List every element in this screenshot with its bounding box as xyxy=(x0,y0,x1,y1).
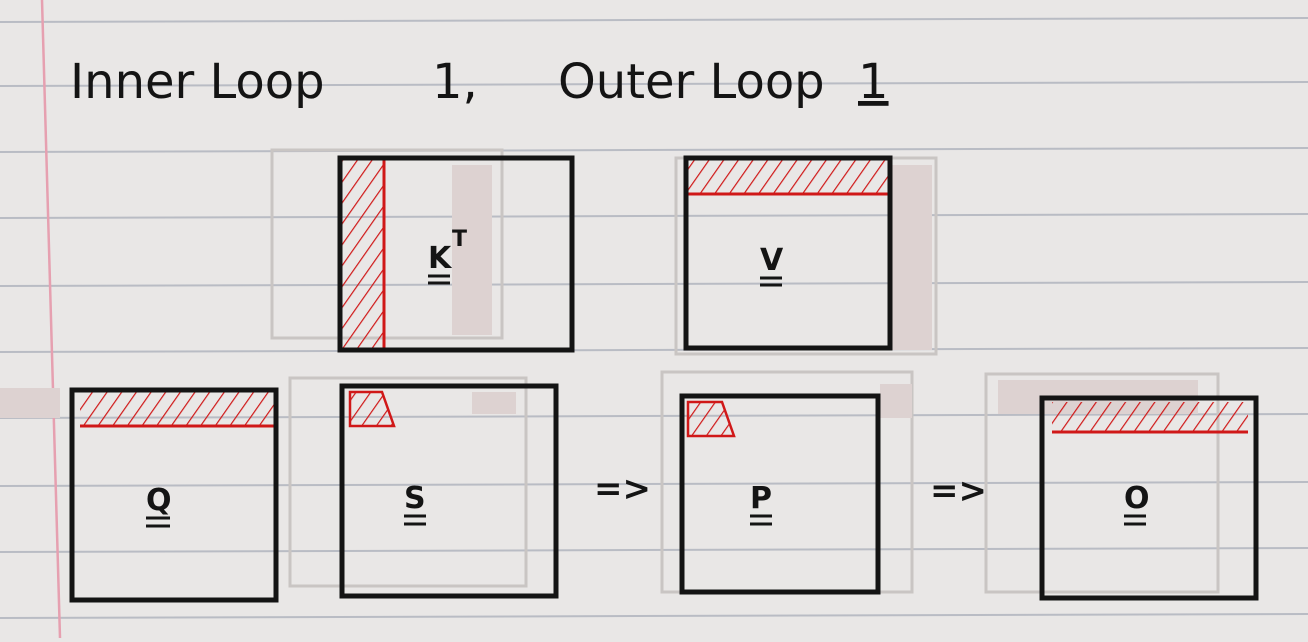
matrix-q-label: Q xyxy=(146,483,172,518)
matrix-o-box xyxy=(1039,395,1259,601)
title-outer-loop: Outer Loop xyxy=(558,54,825,110)
matrix-q-highlight xyxy=(80,392,276,426)
ghost-bleed-through xyxy=(0,148,1220,594)
title-inner-loop: Inner Loop xyxy=(70,54,325,110)
matrix-q-box xyxy=(69,387,279,603)
matrix-p-box xyxy=(679,393,881,595)
matrix-v: V xyxy=(683,155,893,351)
title-inner-index: 1, xyxy=(432,54,478,110)
matrix-s: S xyxy=(339,383,559,599)
matrix-p-highlight xyxy=(686,400,736,438)
matrix-p: P xyxy=(679,393,881,595)
matrix-v-highlight xyxy=(688,160,890,194)
matrix-s-highlight xyxy=(348,390,396,428)
margin-line xyxy=(40,0,62,639)
matrix-s-box xyxy=(339,383,559,599)
title-outer-index: 1 xyxy=(858,54,889,110)
title: Inner Loop 1, Outer Loop 1 xyxy=(70,54,889,110)
arrow-p-to-o: => xyxy=(930,471,987,511)
matrix-q: Q xyxy=(69,387,279,603)
matrix-v-box xyxy=(683,155,893,351)
matrix-kt: K T xyxy=(337,155,575,353)
matrix-o-highlight xyxy=(1052,402,1248,432)
matrix-kt-highlight xyxy=(342,160,384,350)
matrix-o-label: O xyxy=(1124,481,1150,516)
matrix-o: O xyxy=(1039,395,1259,601)
matrix-v-label: V xyxy=(760,243,784,278)
matrix-p-label: P xyxy=(750,481,772,516)
matrix-s-label: S xyxy=(404,481,426,516)
matrix-kt-box xyxy=(337,155,575,353)
matrix-kt-label: K xyxy=(428,241,453,276)
arrow-s-to-p: => xyxy=(594,469,651,509)
matrix-kt-superscript: T xyxy=(452,227,467,252)
